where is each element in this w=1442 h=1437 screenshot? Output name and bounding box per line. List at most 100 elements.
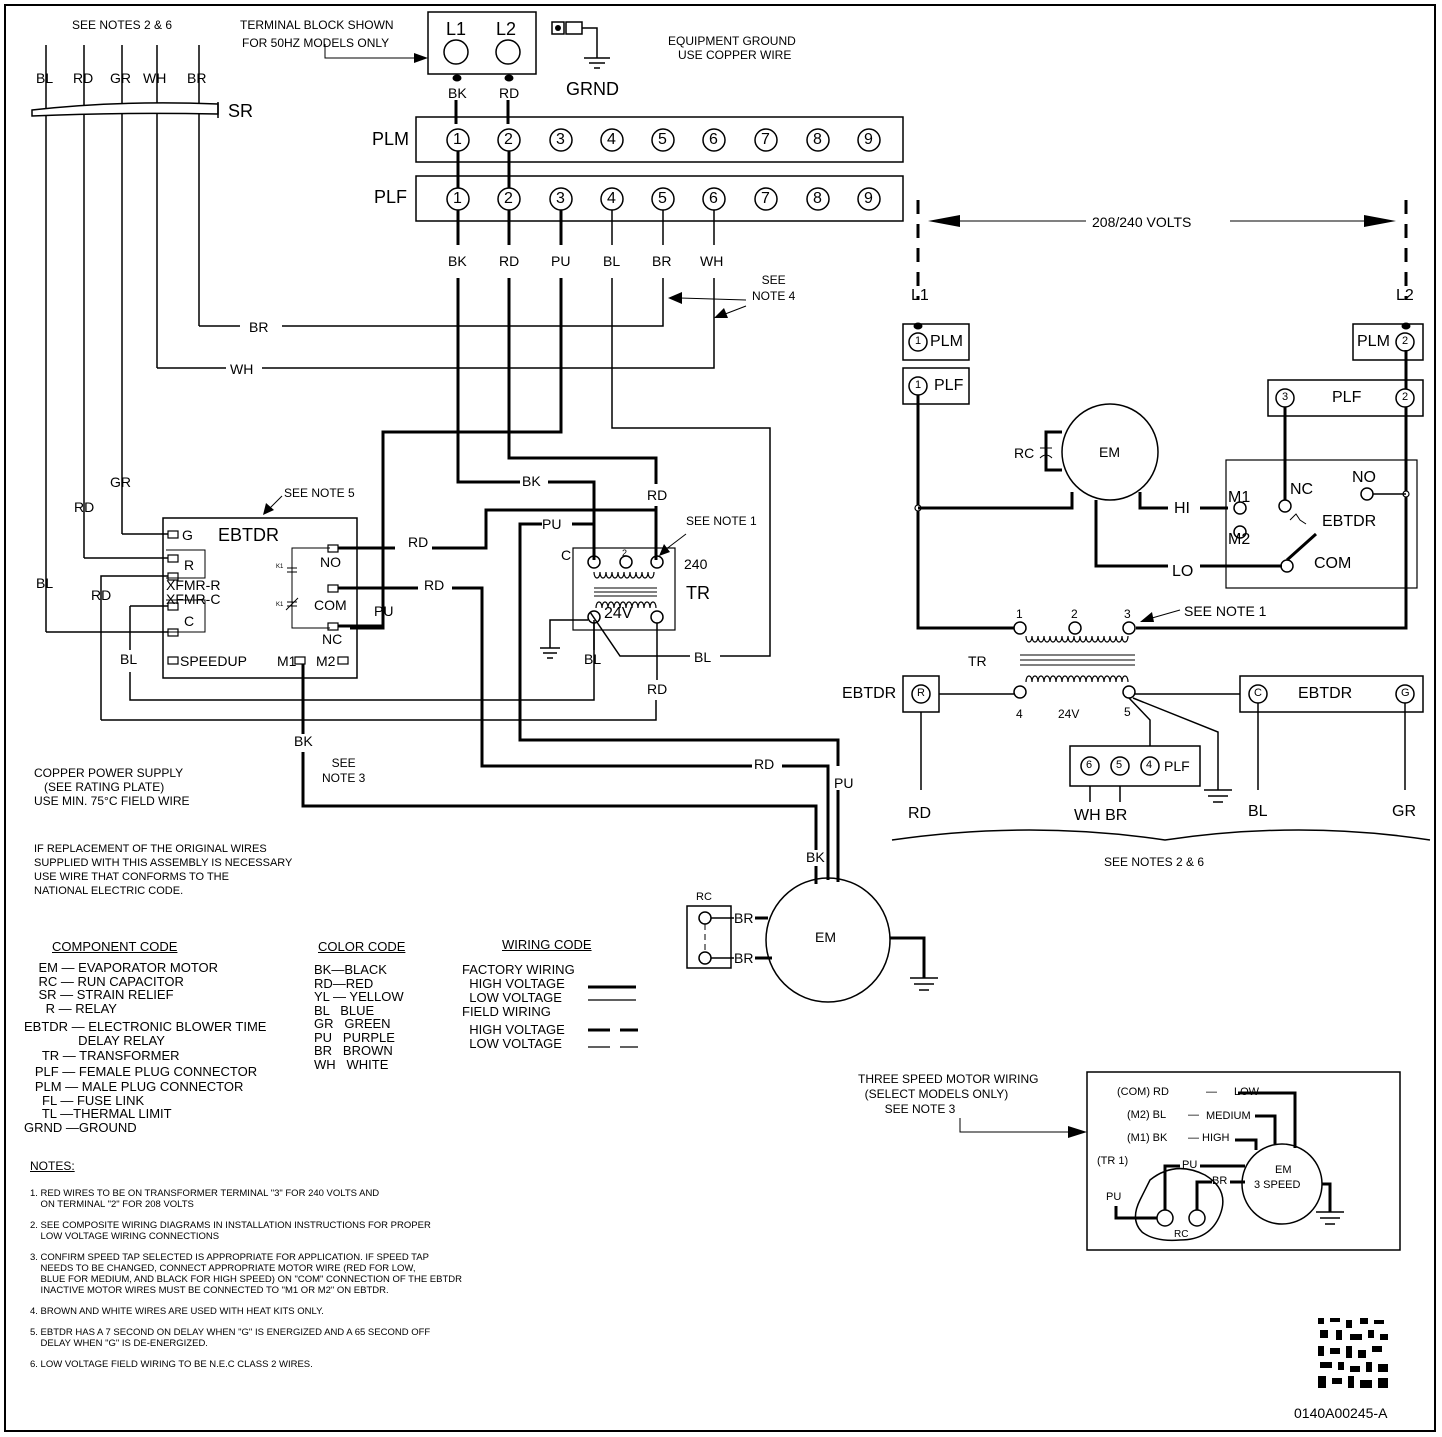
ebtdr-c: C [184, 613, 195, 629]
ebtdr-r: R [184, 557, 195, 573]
ts-low: LOW [1234, 1086, 1260, 1098]
mid-wire-pu-3: PU [834, 775, 854, 791]
sch-gr: GR [1392, 803, 1416, 820]
sch-p4: 4 [1146, 759, 1153, 771]
color-code-title: COLOR CODE [318, 939, 406, 954]
sch-r: R [917, 687, 925, 699]
wire-label-wh: WH [230, 361, 254, 377]
ts-pu-1: PU [1182, 1159, 1198, 1171]
plm-pin-5: 5 [658, 131, 667, 148]
wire-label-br: BR [249, 319, 269, 335]
three-speed-box [1086, 1071, 1401, 1251]
component-item: R — RELAY [24, 1000, 117, 1016]
sch-lo: LO [1172, 563, 1194, 580]
plm-pin-1: 1 [453, 131, 462, 148]
plf-pin-3: 3 [556, 190, 565, 207]
notes-section: NOTES: 1. RED WIRES TO BE ON TRANSFORMER… [30, 1160, 650, 1370]
terminal-block [427, 11, 537, 75]
component-item: DELAY RELAY [24, 1032, 165, 1048]
sch-rd: RD [908, 805, 932, 822]
plf-label: PLF [374, 187, 408, 207]
color-code-list: BK—BLACK RD—RED YL — YELLOW BL BLUE GR G… [314, 963, 404, 1071]
ebtdr-k1-a: K1 [276, 564, 284, 570]
sch-tr-2: 2 [1071, 607, 1078, 621]
plf-pin-1: 1 [453, 190, 462, 207]
sch-tr: TR [968, 653, 987, 669]
sch-c: C [1254, 687, 1262, 699]
see-note-1-left: SEE NOTE 1 [686, 514, 757, 528]
sch-plf-pin-3: 3 [1282, 391, 1289, 403]
sch-m1: M1 [1228, 489, 1251, 506]
mid-wire-bk-2: BK [294, 733, 313, 749]
ts-high-dash: — [1188, 1132, 1199, 1144]
ebtdr-xfmr-c: XFMR-C [166, 591, 221, 607]
note-1: 1. RED WIRES TO BE ON TRANSFORMER TERMIN… [30, 1188, 380, 1210]
plm-pin-2: 2 [504, 131, 513, 148]
plm-pin-4: 4 [607, 131, 616, 148]
transformer-box [572, 547, 676, 631]
mid-wire-bk: BK [522, 473, 541, 489]
sch-rc: RC [1014, 445, 1035, 461]
top-wire-gr: GR [110, 70, 131, 86]
sch-tr-1: 1 [1016, 607, 1023, 621]
color-item: YL — YELLOW [314, 989, 404, 1004]
wire-label-rd-1: RD [74, 499, 95, 515]
wiring-code-title: WIRING CODE [502, 937, 592, 952]
wiring-item: LOW VOLTAGE [462, 990, 562, 1005]
three-speed-title: THREE SPEED MOTOR WIRING (SELECT MODELS … [858, 1072, 1039, 1116]
wire-label-gr: GR [110, 474, 131, 490]
plm-pin-8: 8 [813, 131, 822, 148]
top-wire-bl: BL [36, 70, 54, 86]
note-5: 5. EBTDR HAS A 7 SECOND ON DELAY WHEN "G… [30, 1327, 431, 1349]
sch-com: COM [1314, 555, 1352, 572]
tb-wire-rd: RD [499, 85, 520, 101]
mid-wire-bk-3: BK [806, 849, 825, 865]
plf-pin-2: 2 [504, 190, 513, 207]
component-item: FL — FUSE LINK [24, 1092, 145, 1108]
plm-strip [415, 116, 904, 163]
component-item: EM — EVAPORATOR MOTOR [24, 960, 219, 975]
plf-pin-5: 5 [658, 190, 667, 207]
component-code-list: EM — EVAPORATOR MOTOR RC — RUN CAPACITOR… [24, 960, 266, 1134]
mid-wire-rd-5: RD [754, 756, 775, 772]
plf-pin-4: 4 [607, 190, 616, 207]
sch-hi: HI [1174, 500, 1190, 517]
mid-wire-pu-1: PU [374, 603, 394, 619]
tr-24v: 24V [604, 605, 633, 622]
terminal-l1: L1 [446, 19, 467, 39]
plm-pin-7: 7 [761, 131, 770, 148]
plf-pin-8: 8 [813, 190, 822, 207]
mid-wire-pu-2: PU [542, 516, 562, 532]
plf-pin-6: 6 [709, 190, 718, 207]
note-2: 2. SEE COMPOSITE WIRING DIAGRAMS IN INST… [30, 1220, 431, 1242]
color-item: GR GREEN [314, 1016, 391, 1031]
color-code: COLOR CODE BK—BLACK RD—RED YL — YELLOW B… [314, 940, 405, 1071]
component-item: RC — RUN CAPACITOR [24, 973, 184, 989]
mid-wire-bl-1: BL [584, 651, 602, 667]
plm-pin-6: 6 [709, 131, 718, 148]
color-item: WH WHITE [314, 1056, 389, 1072]
grnd-label: GRND [566, 79, 619, 99]
ebtdr-nc: NC [322, 631, 343, 647]
sch-plf-right: PLF [1332, 389, 1362, 406]
sch-plm-right: PLM [1357, 333, 1390, 350]
wiring-item: HIGH VOLTAGE [462, 976, 565, 991]
component-code: COMPONENT CODE EM — EVAPORATOR MOTOR RC … [24, 940, 266, 1134]
ts-low-dash: — [1206, 1086, 1217, 1098]
sch-tr-4: 4 [1016, 707, 1023, 721]
sch-nc: NC [1290, 481, 1314, 498]
tr-c: C [561, 547, 572, 563]
wire-label-rd-2: RD [91, 587, 112, 603]
tb-wire-bk: BK [448, 85, 467, 101]
mid-wire-rd-2: RD [408, 534, 429, 550]
strain-relief-wires [45, 45, 200, 632]
wiring-item: FIELD WIRING [462, 1004, 551, 1019]
component-item: GRND —GROUND [24, 1119, 137, 1135]
ebtdr-speedup: SPEEDUP [180, 653, 247, 669]
component-code-title: COMPONENT CODE [52, 939, 178, 954]
sch-plf-left: PLF [934, 377, 964, 394]
sch-plf-small: PLF [1164, 758, 1190, 774]
evaporator-motor-circle [765, 877, 891, 1003]
plm-label: PLM [372, 129, 410, 149]
